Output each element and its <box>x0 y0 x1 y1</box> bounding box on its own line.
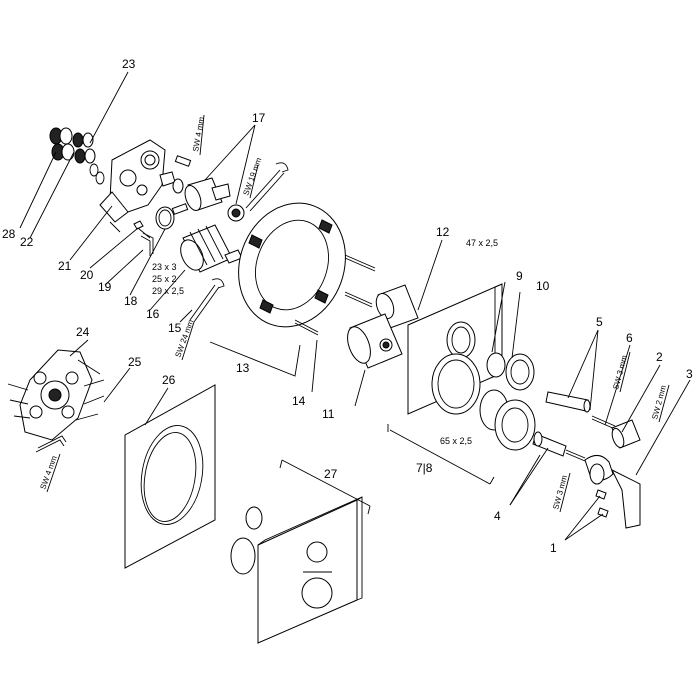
backplate-part-13 <box>238 202 346 328</box>
wall-plate-part-12 <box>407 283 503 415</box>
extension-part-5 <box>532 391 591 457</box>
rosette-part-10 <box>494 353 536 451</box>
callout-2: 2 <box>656 350 663 364</box>
callout-16: 16 <box>146 307 160 321</box>
tool-label-sw4-top: SW 4 mm <box>191 116 206 152</box>
tool-label-sw3-upper: SW 3 mm <box>611 354 629 391</box>
callout-25: 25 <box>128 355 142 369</box>
callout-4: 4 <box>494 509 501 523</box>
o-rings-part-27 <box>230 506 263 575</box>
callout-10: 10 <box>536 279 550 293</box>
cover-plate-part-26 <box>124 384 216 569</box>
callout-24: 24 <box>76 325 90 339</box>
callout-18: 18 <box>124 294 138 308</box>
callout-17: 17 <box>252 111 266 125</box>
valve-part-17 <box>171 155 245 222</box>
mounting-bracket-part-24 <box>19 349 93 441</box>
callout-14: 14 <box>292 394 306 408</box>
dim-29x2-5: 29 x 2,5 <box>152 286 184 296</box>
callout-13: 13 <box>236 361 250 375</box>
callout-23: 23 <box>122 57 136 71</box>
dim-23x3: 23 x 3 <box>152 262 177 272</box>
callout-1: 1 <box>550 541 557 555</box>
callout-27: 27 <box>324 467 338 481</box>
callout-3: 3 <box>686 367 693 381</box>
sleeve-part-11-a <box>375 284 419 329</box>
callout-20: 20 <box>80 268 94 282</box>
dim-47x2-5: 47 x 2,5 <box>466 238 498 248</box>
screws-part-14 <box>294 254 376 336</box>
callout-78: 7|8 <box>416 461 433 475</box>
tool-label-sw2: SW 2 mm <box>650 384 668 421</box>
sleeve-part-11-b <box>347 313 403 369</box>
escutcheon-part-27 <box>257 496 363 644</box>
callout-21: 21 <box>58 259 72 273</box>
dim-25x2: 25 x 2 <box>152 274 177 284</box>
callout-11: 11 <box>322 407 335 421</box>
callout-12: 12 <box>436 225 450 239</box>
leader-lines <box>19 71 691 541</box>
screws-part-25 <box>7 359 105 421</box>
hex-key-part-19 <box>140 232 154 256</box>
tool-label-sw4-left: SW 4 mm <box>38 454 59 490</box>
thermostat-cartridge-part-16 <box>180 224 243 273</box>
handle-part-3 <box>584 455 641 529</box>
screw-part-6 <box>565 415 616 462</box>
set-screws-part-1 <box>595 489 609 518</box>
callout-28: 28 <box>2 227 16 241</box>
callout-15: 15 <box>168 321 182 335</box>
callout-9: 9 <box>516 269 523 283</box>
callout-5: 5 <box>596 315 603 329</box>
cap-part-2 <box>611 419 641 449</box>
valve-body-part-21 <box>99 139 176 223</box>
tool-label-sw3-lower: SW 3 mm <box>551 474 569 511</box>
spanner-sw19 <box>245 162 289 212</box>
dim-65x2-5: 65 x 2,5 <box>440 436 472 446</box>
spanner-sw24 <box>189 278 225 323</box>
hex-key-sw4-left <box>35 435 67 453</box>
screws-part-20 <box>109 220 151 239</box>
cartridge-part-22-28 <box>49 127 105 185</box>
sw-brackets <box>46 114 670 513</box>
tool-label-sw19: SW 19 mm <box>241 156 263 197</box>
callout-6: 6 <box>626 331 633 345</box>
callout-22: 22 <box>20 235 34 249</box>
callout-19: 19 <box>98 280 112 294</box>
o-ring-part-18 <box>155 206 175 230</box>
callout-26: 26 <box>162 373 176 387</box>
